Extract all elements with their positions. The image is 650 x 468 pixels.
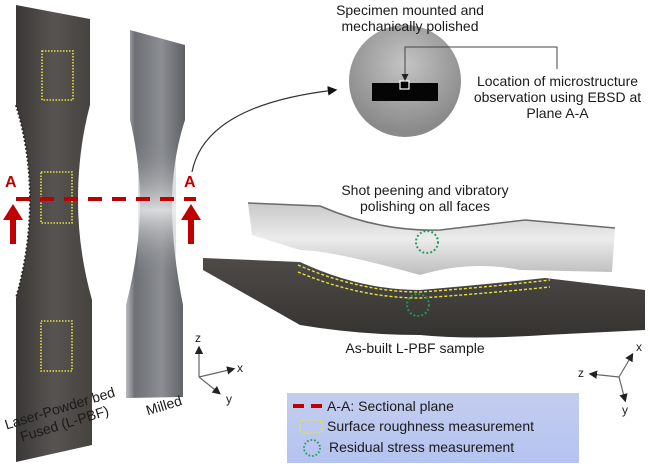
mount-title-line1: Specimen mounted and xyxy=(336,2,484,18)
section-label-left: A xyxy=(5,174,17,191)
section-arrow-left xyxy=(3,204,23,244)
legend-label: Residual stress measurement xyxy=(329,439,515,455)
polished-label-line1: Shot peening and vibratory xyxy=(341,182,509,198)
legend: A-A: Sectional plane Surface roughness m… xyxy=(287,393,579,463)
ebsd-location-box xyxy=(399,80,410,90)
polished-specimen xyxy=(247,202,616,275)
section-label-right: A xyxy=(184,174,196,191)
ebsd-callout-line3: Plane A-A xyxy=(526,105,589,121)
asbuilt-specimen xyxy=(203,258,645,338)
mount-title: Specimen mounted and mechanically polish… xyxy=(330,2,490,34)
ebsd-callout-line2: observation using EBSD at xyxy=(473,89,642,105)
legend-label: Surface roughness measurement xyxy=(327,418,534,434)
axis-right-y: y xyxy=(622,403,628,417)
axis-right-x: x xyxy=(636,340,642,354)
milled-specimen xyxy=(126,30,185,398)
axis-right-z: z xyxy=(578,366,584,380)
ebsd-callout-line xyxy=(401,46,558,81)
legend-item-section-plane: A-A: Sectional plane xyxy=(287,397,579,415)
axes-left xyxy=(194,345,236,395)
ebsd-callout-text: Location of microstructure observation u… xyxy=(465,73,650,121)
yellow-dotted-rectangle-icon xyxy=(299,419,323,434)
roughness-box-bottom xyxy=(40,320,73,372)
polished-label-line2: polishing on all faces xyxy=(360,198,490,214)
roughness-box-top xyxy=(41,50,74,101)
axis-left-z: z xyxy=(195,331,201,345)
asbuilt-label: As-built L-PBF sample xyxy=(345,340,485,356)
ebsd-callout-line1: Location of microstructure xyxy=(476,73,639,89)
green-dotted-circle-icon xyxy=(303,439,321,457)
specimen-cross-section xyxy=(372,83,438,101)
mount-title-line2: mechanically polished xyxy=(341,18,479,34)
legend-label: A-A: Sectional plane xyxy=(327,398,454,414)
legend-item-residual-stress: Residual stress measurement xyxy=(287,438,579,457)
axis-left-y: y xyxy=(226,392,232,406)
legend-item-surface-roughness: Surface roughness measurement xyxy=(287,417,579,435)
section-arrow-right xyxy=(181,204,201,244)
axis-left-x: x xyxy=(237,361,243,375)
stress-circle-polished xyxy=(415,230,439,254)
axes-right xyxy=(588,352,634,403)
stress-circle-asbuilt xyxy=(406,293,430,317)
red-dashed-line-icon xyxy=(293,404,323,408)
curved-arrow xyxy=(191,86,338,173)
polished-label: Shot peening and vibratory polishing on … xyxy=(325,182,525,214)
